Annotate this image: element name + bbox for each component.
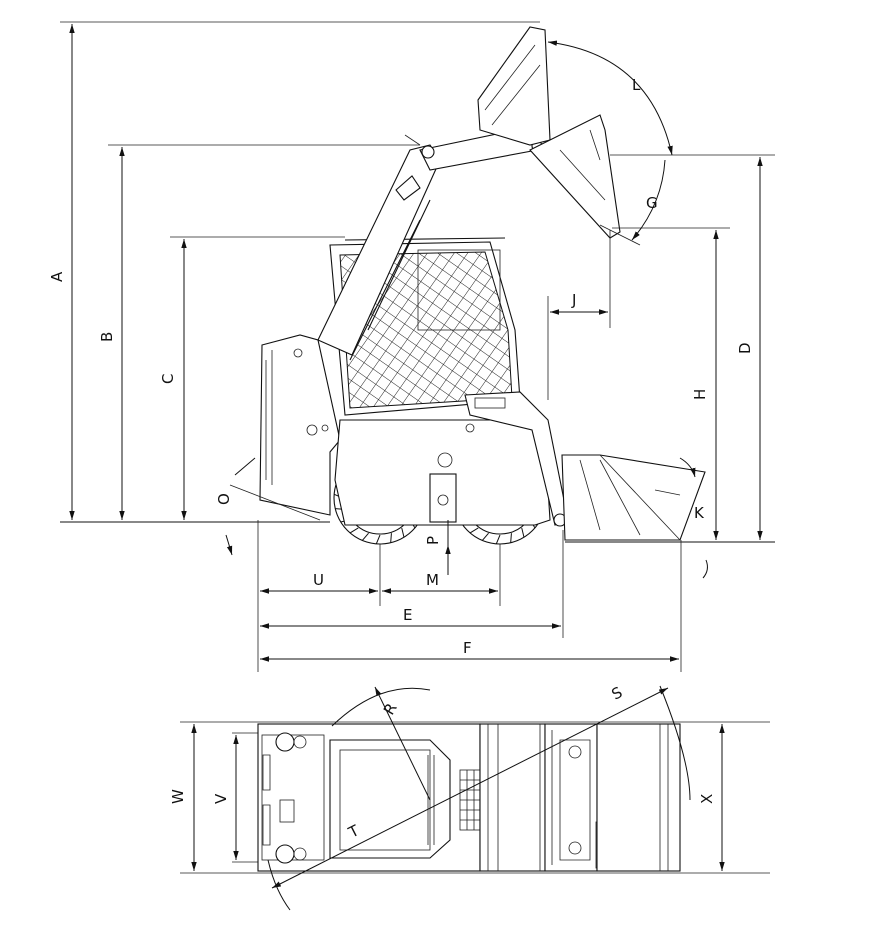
side-view [60, 21, 775, 672]
label-b: B [98, 332, 116, 342]
label-o: O [215, 493, 233, 505]
top-wheel-block [479, 723, 546, 872]
label-g: G [646, 194, 658, 212]
top-cab [329, 739, 451, 859]
label-f: F [463, 639, 472, 657]
label-j: J [571, 291, 576, 309]
label-r: R [380, 700, 401, 718]
label-v: V [212, 793, 230, 804]
center-plate [429, 473, 457, 523]
label-l: L [632, 76, 641, 94]
bucket-raised [477, 26, 551, 146]
top-view [180, 685, 770, 911]
label-u: U [313, 571, 324, 589]
label-s: S [609, 683, 626, 703]
bucket-lowered [561, 454, 706, 541]
label-c: C [159, 374, 177, 384]
label-h: H [691, 389, 709, 400]
label-p: P [424, 536, 442, 545]
label-e: E [403, 606, 412, 624]
label-w: W [169, 789, 187, 804]
top-bucket [596, 723, 681, 872]
lift-cylinder [349, 199, 431, 361]
label-k: K [694, 504, 705, 522]
label-d: D [736, 342, 754, 354]
rear-grille [265, 350, 273, 485]
label-a: A [48, 271, 66, 282]
rear-body [259, 334, 341, 516]
label-x: X [698, 794, 716, 804]
label-m: M [426, 571, 439, 589]
